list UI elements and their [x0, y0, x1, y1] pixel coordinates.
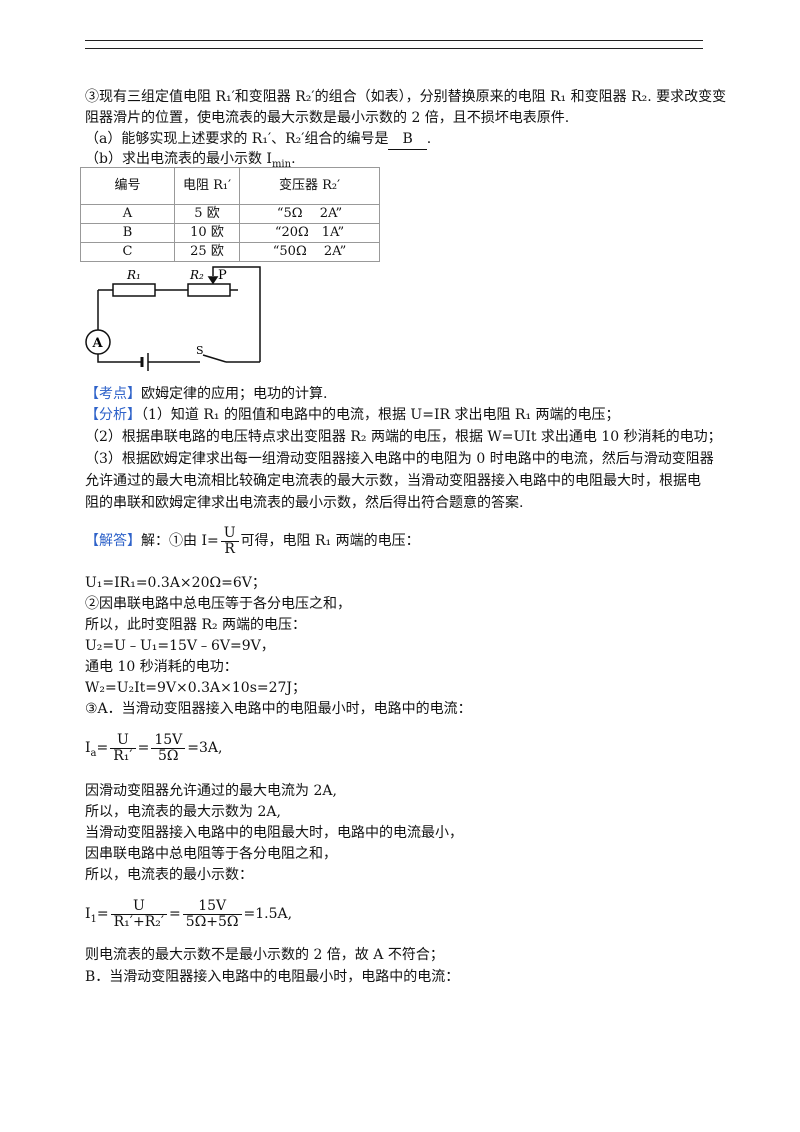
- ia-lhs: I: [85, 740, 91, 756]
- question-b-end: .: [291, 151, 296, 167]
- slider-wire: [212, 266, 261, 362]
- question-3-line-2: 阻器滑片的位置，使电流表的最大示数是最小示数的 2 倍，且不损坏电表原件.: [85, 110, 570, 126]
- kaodian-text: 欧姆定律的应用；电功的计算.: [141, 386, 328, 402]
- step-2: ②因串联电路中总电压等于各分电压之和，: [85, 596, 351, 612]
- table-header-cell: 变压器 R₂′: [239, 167, 380, 205]
- table-cell: 10 欧: [174, 223, 240, 243]
- jieda-pre: 解：①由 I=: [141, 533, 219, 549]
- fenxi-2: （2）根据串联电路的电压特点求出变阻器 R₂ 两端的电压，根据 W=UIt 求出…: [85, 429, 722, 445]
- i1-lhs: I: [85, 906, 91, 922]
- step-5: 通电 10 秒消耗的电功：: [85, 659, 238, 675]
- options-table: 编号 电阻 R₁′ 变压器 R₂′ A 5 欧 “5Ω 2A” B 10 欧 “…: [80, 167, 380, 262]
- resistor-r2: [187, 283, 231, 297]
- resistor-r1: [112, 283, 156, 297]
- table-cell: 5 欧: [174, 204, 240, 224]
- table-row: B 10 欧 “20Ω 1A”: [80, 223, 380, 243]
- table-header-cell: 电阻 R₁′: [174, 167, 240, 205]
- header-rule-bottom: [85, 48, 703, 49]
- table-cell: “20Ω 1A”: [239, 223, 380, 243]
- fenxi-3b: 允许通过的最大电流相比较确定电流表的最大示数，当滑动变阻器接入电路中的电阻最大时…: [85, 473, 701, 489]
- fenxi-3a: （3）根据欧姆定律求出每一组滑动变阻器接入电路中的电阻为 0 时电路中的电流，然…: [85, 451, 714, 467]
- label-p: P: [218, 268, 227, 283]
- eq-sign: =: [96, 740, 109, 756]
- eq-sign: =: [96, 906, 109, 922]
- label-s: S: [196, 344, 204, 357]
- i1-sub: 1: [90, 913, 97, 925]
- question-a-answer: B: [388, 129, 427, 150]
- fraction-denominator: R: [224, 540, 235, 557]
- slider-arrow: [207, 276, 219, 285]
- eq-sign: =: [169, 906, 181, 922]
- table-cell: “5Ω 2A”: [239, 204, 380, 224]
- ia-result: =3A,: [187, 740, 223, 756]
- step-10: 当滑动变阻器接入电路中的电阻最大时，电路中的电流最小，: [85, 825, 463, 841]
- fraction-numerator: U: [110, 732, 136, 749]
- step-8: 因滑动变阻器允许通过的最大电流为 2A,: [85, 783, 337, 799]
- fraction-numerator: U: [220, 525, 239, 542]
- step-9: 所以，电流表的最大示数为 2A,: [85, 804, 281, 820]
- ammeter: [85, 329, 111, 355]
- table-cell: B: [80, 223, 175, 243]
- table-header-row: 编号 电阻 R₁′ 变压器 R₂′: [80, 167, 380, 205]
- question-3-line-1: ③现有三组定值电阻 R₁′和变阻器 R₂′的组合（如表），分别替换原来的电阻 R…: [85, 89, 727, 105]
- header-rule-top: [85, 40, 703, 41]
- step-12: 所以，电流表的最小示数：: [85, 867, 253, 883]
- question-b-sub: min: [271, 158, 292, 170]
- question-b: （b）求出电流表的最小示数 Imin.: [85, 149, 296, 175]
- step-4: U₂=U﹣U₁=15V﹣6V=9V，: [85, 638, 275, 654]
- table-cell: 25 欧: [174, 242, 240, 262]
- fenxi-tag: 【分析】: [85, 407, 141, 423]
- kaodian: 【考点】欧姆定律的应用；电功的计算.: [85, 384, 327, 404]
- question-a-suffix: .: [426, 131, 432, 147]
- step-11: 因串联电路中总电阻等于各分电阻之和，: [85, 846, 337, 862]
- fenxi-1-text: （1）知道 R₁ 的阻值和电路中的电流，根据 U=IR 求出电阻 R₁ 两端的电…: [141, 407, 620, 423]
- eq-sign: =: [137, 740, 150, 756]
- fenxi-3c: 阻的串联和欧姆定律求出电流表的最小示数，然后得出符合题意的答案.: [85, 495, 524, 511]
- fraction-numerator: 15V: [151, 732, 186, 749]
- label-r1: R₁: [126, 268, 141, 282]
- question-a-text: （a）能够实现上述要求的 R₁′、R₂′组合的编号是: [85, 131, 389, 147]
- label-r2: R₂: [189, 268, 204, 282]
- switch-s: [202, 354, 227, 363]
- jieda-tag: 【解答】: [85, 533, 141, 549]
- i1-result: =1.5A,: [243, 906, 293, 922]
- step-3: 所以，此时变阻器 R₂ 两端的电压：: [85, 617, 307, 633]
- table-row: A 5 欧 “5Ω 2A”: [80, 204, 380, 224]
- table-cell: C: [80, 242, 175, 262]
- step-14: B．当滑动变阻器接入电路中的电阻最小时，电路中的电流：: [85, 969, 460, 985]
- fraction-numerator: U: [110, 898, 168, 915]
- step-7: ③A．当滑动变阻器接入电路中的电阻最小时，电路中的电流：: [85, 701, 472, 717]
- table-cell: “50Ω 2A”: [239, 242, 380, 262]
- fraction-denominator: R₁′+R₂′: [113, 913, 165, 930]
- table-cell: A: [80, 204, 175, 224]
- circuit-diagram: R₁ R₂ P S A: [85, 266, 261, 371]
- step-1: U₁=IR₁=0.3A×20Ω=6V；: [85, 575, 266, 591]
- table-header-cell: 编号: [80, 167, 175, 205]
- fraction-numerator: 15V: [182, 898, 242, 915]
- fraction-denominator: R₁′: [113, 747, 133, 764]
- table-row: C 25 欧 “50Ω 2A”: [80, 242, 380, 262]
- fraction-denominator: 5Ω+5Ω: [185, 913, 239, 930]
- step-13: 则电流表的最大示数不是最小示数的 2 倍，故 A 不符合；: [85, 947, 444, 963]
- label-ammeter: A: [92, 336, 104, 351]
- kaodian-tag: 【考点】: [85, 386, 141, 402]
- jieda-post: 可得，电阻 R₁ 两端的电压：: [240, 533, 420, 549]
- ia-sub: a: [90, 747, 97, 759]
- circuit-wire-bottom-left: [97, 354, 142, 363]
- question-b-text: （b）求出电流表的最小示数 I: [85, 151, 272, 167]
- fraction-denominator: 5Ω: [158, 747, 179, 764]
- fenxi-1: 【分析】（1）知道 R₁ 的阻值和电路中的电流，根据 U=IR 求出电阻 R₁ …: [85, 405, 620, 425]
- step-6: W₂=U₂It=9V×0.3A×10s=27J；: [85, 680, 307, 696]
